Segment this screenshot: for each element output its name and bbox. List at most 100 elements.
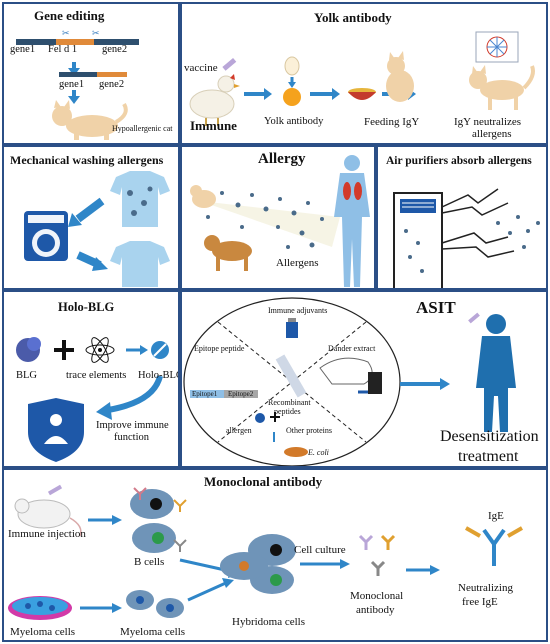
- hybridoma-cells-label: Hybridoma cells: [232, 616, 306, 628]
- syringe-icon: [222, 57, 237, 71]
- hen-icon: [189, 74, 240, 126]
- mouse-icon: [14, 498, 82, 537]
- gene1-bottom-label: gene1: [59, 79, 85, 90]
- adjuvant-bottle-icon: [286, 318, 298, 338]
- allergen-particles: [206, 191, 324, 249]
- feeding-igy-label: Feeding IgY: [364, 116, 420, 128]
- vaccine-label: vaccine: [184, 62, 218, 74]
- e-coli-label: E. coli: [308, 448, 329, 457]
- monoclonal-graphic: [8, 484, 523, 620]
- air-purifier-icon: [393, 192, 443, 288]
- plus-icon: [54, 340, 74, 360]
- immune-injection-label: Immune injection: [8, 528, 86, 540]
- ige-neutralizing-icon: [465, 526, 523, 566]
- antibody-icons: [133, 487, 187, 552]
- cat-icon: [52, 100, 128, 140]
- air-purifier-graphic: [393, 188, 540, 288]
- curved-arrow-icon: [96, 375, 163, 420]
- food-bowl-icon: [348, 88, 376, 100]
- gene-editing-graphic: ✂ ✂: [16, 28, 139, 140]
- allergy-title: Allergy: [258, 151, 306, 167]
- mechanical-washing-title: Mechanical washing allergens: [10, 153, 164, 167]
- person-lungs-icon: [334, 155, 370, 287]
- improve-immune-label-line2: function: [114, 432, 149, 443]
- gene2-top-label: gene2: [102, 44, 128, 55]
- neutralizing-label-line1: Neutralizing: [458, 582, 513, 594]
- monoclonal-panel: Monoclonal antibody Immune injection B c…: [2, 468, 548, 642]
- gene-editing-title: Gene editing: [34, 8, 105, 23]
- improve-immune-label-line1: Improve immune: [96, 420, 169, 431]
- yolk-antibody-graphic: [189, 31, 535, 126]
- air-purifiers-panel: Air purifiers absorb allergens: [376, 145, 548, 290]
- desensitization-label-line2: treatment: [458, 448, 519, 465]
- air-purifiers-title: Air purifiers absorb allergens: [386, 155, 532, 167]
- igy-neutralizes-label-line2: allergens: [472, 128, 512, 140]
- egg-icon: [283, 56, 301, 106]
- blg-label: BLG: [16, 370, 37, 381]
- monoclonal-antibody-label-line2: antibody: [356, 604, 395, 616]
- cat-standing-icon: [469, 65, 535, 110]
- cat-sitting-icon: [386, 51, 414, 102]
- igy-neutralizes-label-line1: IgY neutralizes: [454, 116, 522, 128]
- epitope1-label: Epitope1: [192, 390, 218, 398]
- desensitization-label-line1: Desensitization: [440, 428, 539, 445]
- neutralizing-label-line2: free IgE: [462, 596, 498, 608]
- ige-label: IgE: [488, 510, 504, 522]
- dirty-shirt-icon: [110, 171, 170, 227]
- svg-text:✂: ✂: [92, 28, 100, 38]
- epitope-peptide-label: Epitope peptide: [194, 344, 245, 353]
- holo-blg-title: Holo-BLG: [58, 300, 115, 314]
- myeloma-cells-label-1: Myeloma cells: [10, 626, 76, 638]
- b-cells-label: B cells: [134, 556, 165, 568]
- gene1-top-label: gene1: [10, 44, 36, 55]
- monoclonal-antibody-label-line1: Monoclonal: [350, 590, 404, 602]
- monoclonal-title: Monoclonal antibody: [204, 474, 323, 489]
- recombinant-label-line1: Recombinant: [268, 398, 311, 407]
- arrow-to-holo-blg: [126, 345, 148, 355]
- holo-blg-graphic: [16, 337, 169, 462]
- mouse-syringe-icon: [47, 484, 63, 496]
- allergy-graphic: [190, 155, 370, 287]
- svg-text:✂: ✂: [62, 28, 70, 38]
- center-syringe-icon: [275, 354, 307, 398]
- recombinant-label-line2: peptides: [274, 407, 301, 416]
- allergy-panel: Allergy Allergens: [180, 145, 376, 290]
- other-proteins-label: Other proteins: [286, 426, 332, 435]
- immune-label: Immune: [190, 118, 237, 133]
- immune-adjuvants-label: Immune adjuvants: [268, 306, 328, 315]
- clean-shirt-icon: [110, 241, 170, 287]
- cell-culture-label: Cell culture: [294, 544, 346, 556]
- yolk-antibody-label: Yolk antibody: [264, 116, 324, 127]
- gene2-bottom-label: gene2: [99, 79, 125, 90]
- mechanical-washing-graphic: [24, 171, 170, 287]
- dog-icon: [204, 235, 252, 271]
- allergen-plus-icon: [255, 412, 280, 423]
- allergy-cat-icon: [190, 185, 216, 208]
- monoclonal-antibody-icons: [358, 534, 396, 576]
- holo-blg-pill-icon: [151, 341, 169, 359]
- treated-person-icon: [468, 312, 516, 432]
- b-cells-icon: [130, 489, 176, 553]
- asit-arrow: [400, 378, 450, 390]
- fel-d-1-label: Fel d 1: [48, 44, 78, 55]
- allergen-zoom-icon: [475, 31, 519, 63]
- yolk-antibody-title: Yolk antibody: [314, 10, 392, 25]
- dander-extract-label: Dander extract: [328, 344, 376, 353]
- myeloma-cells-dish-icon: [8, 596, 72, 620]
- dander-extract-icon: [319, 357, 382, 394]
- trace-elements-label: trace elements: [66, 370, 127, 381]
- hypoallergenic-cat-label: Hypoallergenic cat: [112, 124, 173, 133]
- holo-blg-panel: Holo-BLG BLG trace elements Holo-BLG Imp…: [2, 290, 180, 468]
- atom-icon: [85, 337, 115, 363]
- blg-protein-icon: [16, 337, 41, 362]
- air-allergen-particles: [496, 215, 540, 249]
- holo-blg-label: Holo-BLG: [138, 370, 180, 381]
- asit-title: ASIT: [416, 298, 456, 317]
- shield-person-icon: [28, 398, 84, 462]
- gene-editing-panel: ✂ ✂ Gene editing gene1 Fel d 1 gene2 gen…: [2, 2, 180, 145]
- asit-graphic: [183, 297, 516, 466]
- hybridoma-cells-icon: [220, 534, 296, 594]
- allergens-label: Allergens: [276, 257, 319, 269]
- myeloma-cells-icon: [126, 590, 184, 618]
- epitope-bar-icon: [190, 390, 258, 398]
